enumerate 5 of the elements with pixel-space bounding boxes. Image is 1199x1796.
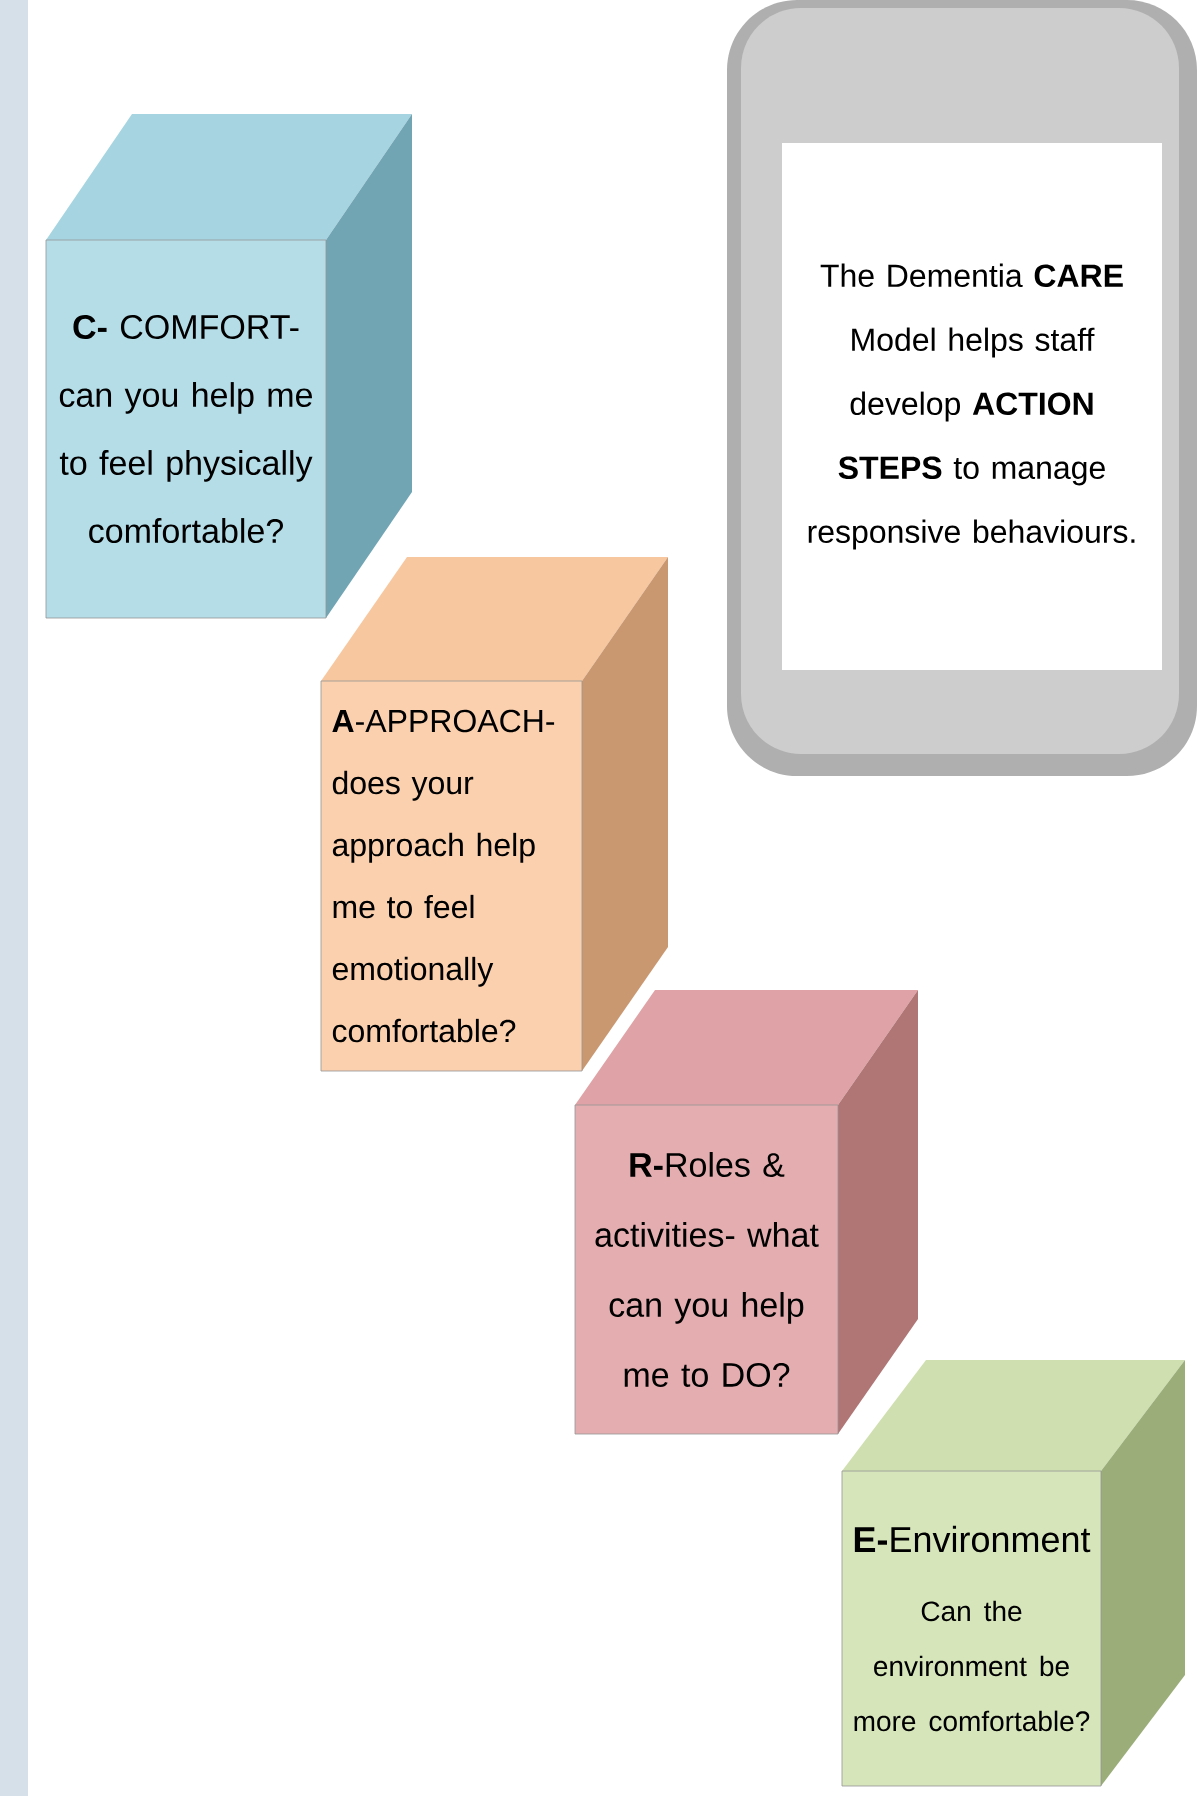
cube: E-Environment Can the environment be more comfortable? — [841, 1360, 1185, 1787]
cube: C- COMFORT- can you help me to feel physically comfortable? — [45, 114, 412, 619]
rounded-frame: The Dementia CARE Model helps staff develop ACTION STEPS to manage responsive behaviours. — [727, 0, 1197, 776]
cube: R-Roles & activities- what can you help me to DO? — [574, 990, 918, 1435]
cube: A-APPROACH- does your approach help me to feel emotionally comfortable? — [320, 557, 668, 1072]
